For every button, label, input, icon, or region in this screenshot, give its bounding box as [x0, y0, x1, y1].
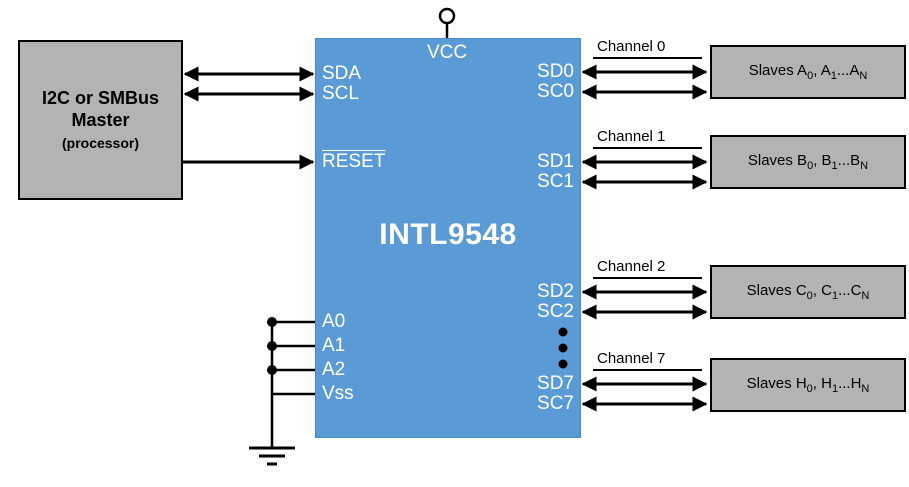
pin-label-sc2: SC2: [537, 301, 574, 322]
pin-label-sc7: SC7: [537, 393, 574, 414]
mux-box: [315, 38, 581, 438]
vcc-terminal-icon: [438, 7, 456, 25]
slave-box-channel7: Slaves H0, H1...HN: [710, 358, 906, 412]
mux-title: INTL9548: [379, 218, 517, 251]
pin-label-sd2: SD2: [537, 281, 574, 302]
master-label-line1: I2C or SMBus: [41, 88, 160, 108]
master-label-line3: (processor): [61, 135, 140, 151]
slave-box-channel1: Slaves B0, B1...BN: [710, 135, 906, 189]
pin-label-sc1: SC1: [537, 171, 574, 192]
ground-symbol-icon: [249, 446, 295, 466]
pin-label-sda: SDA: [322, 63, 362, 84]
channel-label-7: Channel 7: [597, 350, 666, 367]
slave-box-label-channel7: Slaves H0, H1...HN: [746, 375, 870, 395]
slave-box-label-channel2: Slaves C0, C1...CN: [746, 282, 870, 302]
junction-dot-a0: [267, 317, 277, 327]
channel-label-0: Channel 0: [597, 38, 666, 55]
pin-label-a0: A0: [322, 311, 346, 332]
channel-label-1: Channel 1: [597, 128, 666, 145]
pin-label-sc0: SC0: [537, 81, 574, 102]
pin-label-a1: A1: [322, 335, 346, 356]
pin-label-sd7: SD7: [537, 373, 574, 394]
junction-dot-a2: [267, 365, 277, 375]
slave-box-channel2: Slaves C0, C1...CN: [710, 265, 906, 319]
pin-label-a2: A2: [322, 359, 346, 380]
master-box: I2C or SMBus Master (processor): [18, 40, 183, 200]
reset-overline-text: RESET: [322, 151, 386, 172]
pin-label-sd1: SD1: [537, 151, 574, 172]
pin-label-reset: RESET: [322, 151, 385, 173]
pin-label-scl: SCL: [322, 83, 359, 104]
master-label-line2: Master: [71, 110, 130, 130]
slave-box-channel0: Slaves A0, A1...AN: [710, 45, 906, 99]
pin-label-sd0: SD0: [537, 61, 574, 82]
pin-label-vss: Vss: [322, 383, 354, 404]
channel-label-2: Channel 2: [597, 258, 666, 275]
slave-box-label-channel1: Slaves B0, B1...BN: [747, 152, 869, 172]
pin-label-vcc: VCC: [426, 42, 468, 63]
slave-box-label-channel0: Slaves A0, A1...AN: [748, 62, 868, 82]
junction-dot-a1: [267, 341, 277, 351]
